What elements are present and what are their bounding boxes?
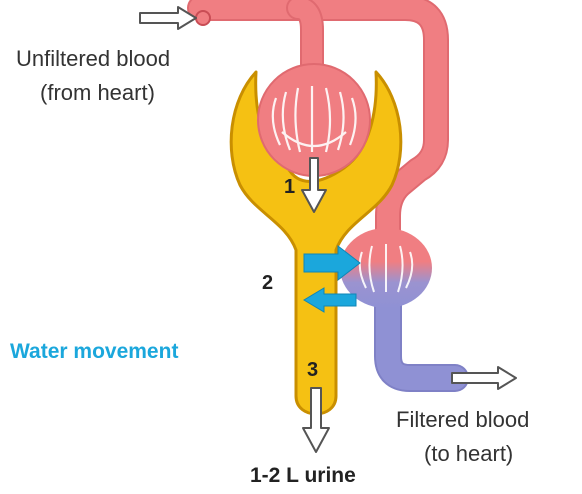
step-2-label: 2 (262, 272, 273, 294)
step-3-label: 3 (307, 359, 318, 381)
from-heart-label: (from heart) (40, 80, 155, 105)
to-heart-label: (to heart) (424, 441, 513, 466)
water-movement-label: Water movement (10, 340, 178, 363)
step-1-label: 1 (284, 176, 295, 198)
unfiltered-blood-label: Unfiltered blood (16, 46, 170, 71)
urine-output-label: 1-2 L urine (250, 464, 356, 487)
peritubular-capillary (340, 228, 455, 378)
filtered-blood-label: Filtered blood (396, 407, 529, 432)
